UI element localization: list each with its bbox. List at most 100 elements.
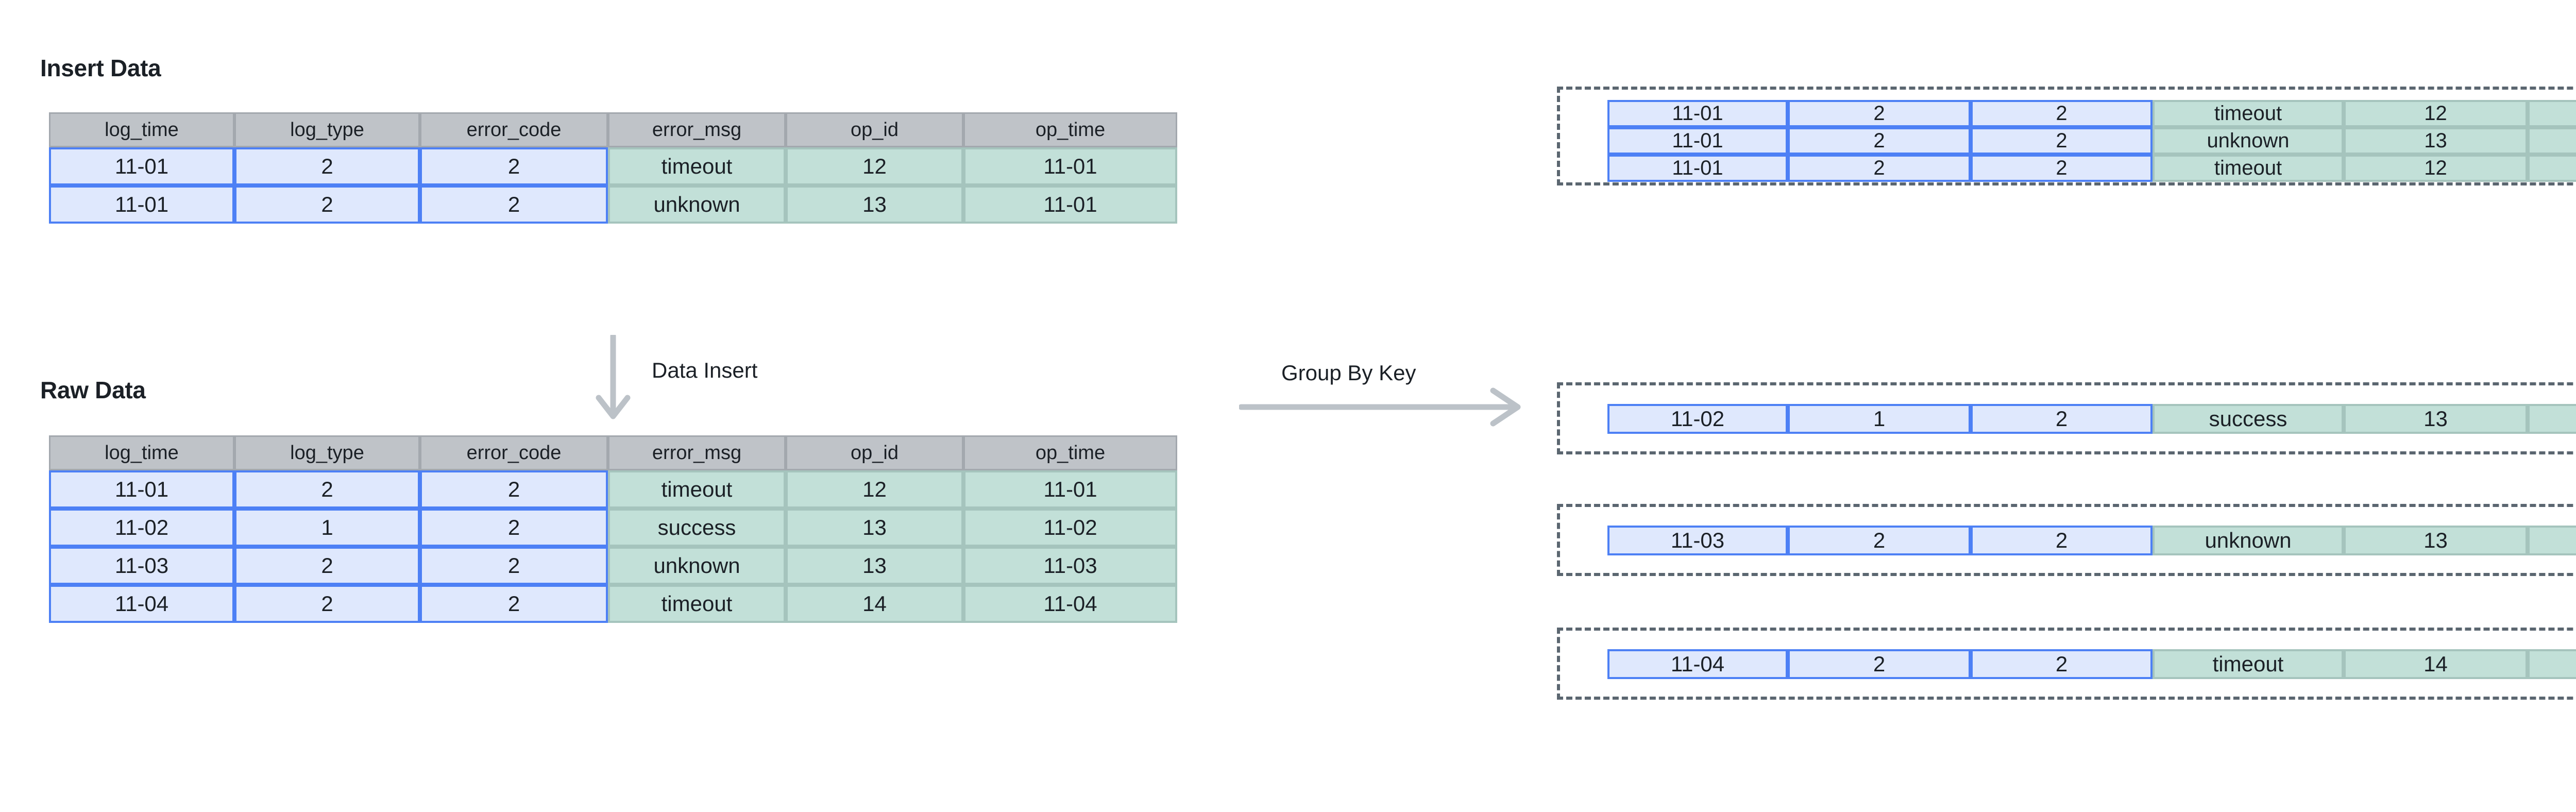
cell-log-type: 2: [234, 585, 420, 623]
column-header-error-msg: error_msg: [608, 435, 786, 470]
cell-op-time: 11-02: [2528, 404, 2576, 434]
cell-op-id: 13: [786, 509, 963, 547]
cell-op-id: 14: [2344, 649, 2528, 679]
group-box-11-04: [1557, 628, 2576, 700]
cell-error-code: 2: [420, 509, 608, 547]
cell-log-type: 2: [1788, 100, 1971, 127]
group-table-11-04: 11-04 2 2 timeout 14 11-04: [1607, 649, 2576, 679]
cell-error-code: 2: [420, 585, 608, 623]
cell-error-msg: timeout: [608, 470, 786, 509]
data-insert-label: Data Insert: [652, 358, 758, 382]
list-item: 11-04 2 2 timeout 14 11-04: [1607, 649, 2576, 679]
cell-log-type: 1: [234, 509, 420, 547]
table-row: 11-01 2 2 timeout 12 11-01: [49, 470, 1177, 509]
cell-log-time: 11-01: [49, 185, 234, 224]
cell-log-type: 2: [234, 147, 420, 185]
column-header-op-time: op_time: [963, 112, 1177, 147]
cell-log-time: 11-01: [1607, 155, 1788, 182]
arrow-right-icon: [1238, 387, 1521, 427]
group-box-11-02: [1557, 382, 2576, 454]
column-header-op-time: op_time: [963, 435, 1177, 470]
cell-error-msg: timeout: [2153, 100, 2344, 127]
table-row: 11-01 2 2 timeout 12 11-01: [49, 147, 1177, 185]
cell-log-type: 2: [1788, 155, 1971, 182]
list-item: 11-01 2 2 unknown 13 11-01: [1607, 127, 2576, 155]
cell-error-code: 2: [420, 547, 608, 585]
cell-log-type: 2: [1788, 526, 1971, 555]
cell-op-time: 11-01: [2528, 155, 2576, 182]
table-row: 11-01 2 2 unknown 13 11-01: [49, 185, 1177, 224]
cell-error-code: 2: [1971, 127, 2153, 155]
cell-op-id: 12: [786, 470, 963, 509]
column-header-log-type: log_type: [234, 435, 420, 470]
group-by-key-label: Group By Key: [1281, 361, 1416, 385]
cell-op-id: 13: [2344, 404, 2528, 434]
insert-table-header-row: log_time log_type error_code error_msg o…: [49, 112, 1177, 147]
cell-error-msg: timeout: [608, 147, 786, 185]
list-item: 11-01 2 2 timeout 12 11-01: [1607, 155, 2576, 182]
cell-op-time: 11-01: [963, 147, 1177, 185]
cell-log-time: 11-01: [1607, 127, 1788, 155]
cell-error-msg: unknown: [2153, 127, 2344, 155]
column-header-error-msg: error_msg: [608, 112, 786, 147]
cell-op-time: 11-01: [2528, 127, 2576, 155]
cell-log-time: 11-03: [1607, 526, 1788, 555]
column-header-log-time: log_time: [49, 112, 234, 147]
cell-op-time: 11-02: [963, 509, 1177, 547]
group-box-11-01: [1557, 87, 2576, 185]
cell-log-time: 11-04: [49, 585, 234, 623]
cell-error-msg: unknown: [608, 185, 786, 224]
cell-op-time: 11-01: [2528, 100, 2576, 127]
group-table-11-01: 11-01 2 2 timeout 12 11-01 11-01 2 2 unk…: [1607, 100, 2576, 182]
cell-error-msg: success: [2153, 404, 2344, 434]
group-box-11-03: [1557, 504, 2576, 576]
list-item: 11-02 1 2 success 13 11-02: [1607, 404, 2576, 434]
table-row: 11-02 1 2 success 13 11-02: [49, 509, 1177, 547]
cell-log-type: 1: [1788, 404, 1971, 434]
cell-error-code: 2: [420, 147, 608, 185]
cell-op-id: 13: [786, 547, 963, 585]
cell-log-type: 2: [234, 547, 420, 585]
cell-op-time: 11-04: [963, 585, 1177, 623]
raw-data-title: Raw Data: [40, 377, 146, 403]
cell-op-id: 13: [2344, 127, 2528, 155]
cell-log-type: 2: [234, 470, 420, 509]
column-header-log-type: log_type: [234, 112, 420, 147]
cell-error-msg: timeout: [2153, 155, 2344, 182]
table-row: 11-03 2 2 unknown 13 11-03: [49, 547, 1177, 585]
cell-log-time: 11-02: [1607, 404, 1788, 434]
cell-log-type: 2: [1788, 127, 1971, 155]
column-header-error-code: error_code: [420, 112, 608, 147]
cell-op-id: 12: [786, 147, 963, 185]
insert-data-table: log_time log_type error_code error_msg o…: [49, 112, 1177, 224]
cell-error-code: 2: [1971, 155, 2153, 182]
insert-data-title: Insert Data: [40, 55, 161, 81]
table-row: 11-04 2 2 timeout 14 11-04: [49, 585, 1177, 623]
cell-log-type: 2: [1788, 649, 1971, 679]
cell-op-time: 11-03: [963, 547, 1177, 585]
cell-op-time: 11-01: [963, 185, 1177, 224]
cell-op-id: 12: [2344, 155, 2528, 182]
cell-error-code: 2: [1971, 526, 2153, 555]
cell-error-msg: timeout: [2153, 649, 2344, 679]
cell-error-msg: unknown: [2153, 526, 2344, 555]
cell-op-id: 12: [2344, 100, 2528, 127]
column-header-error-code: error_code: [420, 435, 608, 470]
cell-error-code: 2: [420, 185, 608, 224]
cell-op-id: 13: [2344, 526, 2528, 555]
raw-table-header-row: log_time log_type error_code error_msg o…: [49, 435, 1177, 470]
cell-op-time: 11-03: [2528, 526, 2576, 555]
cell-error-code: 2: [1971, 404, 2153, 434]
cell-log-time: 11-01: [49, 147, 234, 185]
cell-op-id: 14: [786, 585, 963, 623]
cell-error-msg: timeout: [608, 585, 786, 623]
cell-op-time: 11-04: [2528, 649, 2576, 679]
cell-log-type: 2: [234, 185, 420, 224]
list-item: 11-01 2 2 timeout 12 11-01: [1607, 100, 2576, 127]
column-header-op-id: op_id: [786, 435, 963, 470]
cell-log-time: 11-02: [49, 509, 234, 547]
cell-op-id: 13: [786, 185, 963, 224]
cell-log-time: 11-04: [1607, 649, 1788, 679]
column-header-op-id: op_id: [786, 112, 963, 147]
cell-error-code: 2: [1971, 100, 2153, 127]
